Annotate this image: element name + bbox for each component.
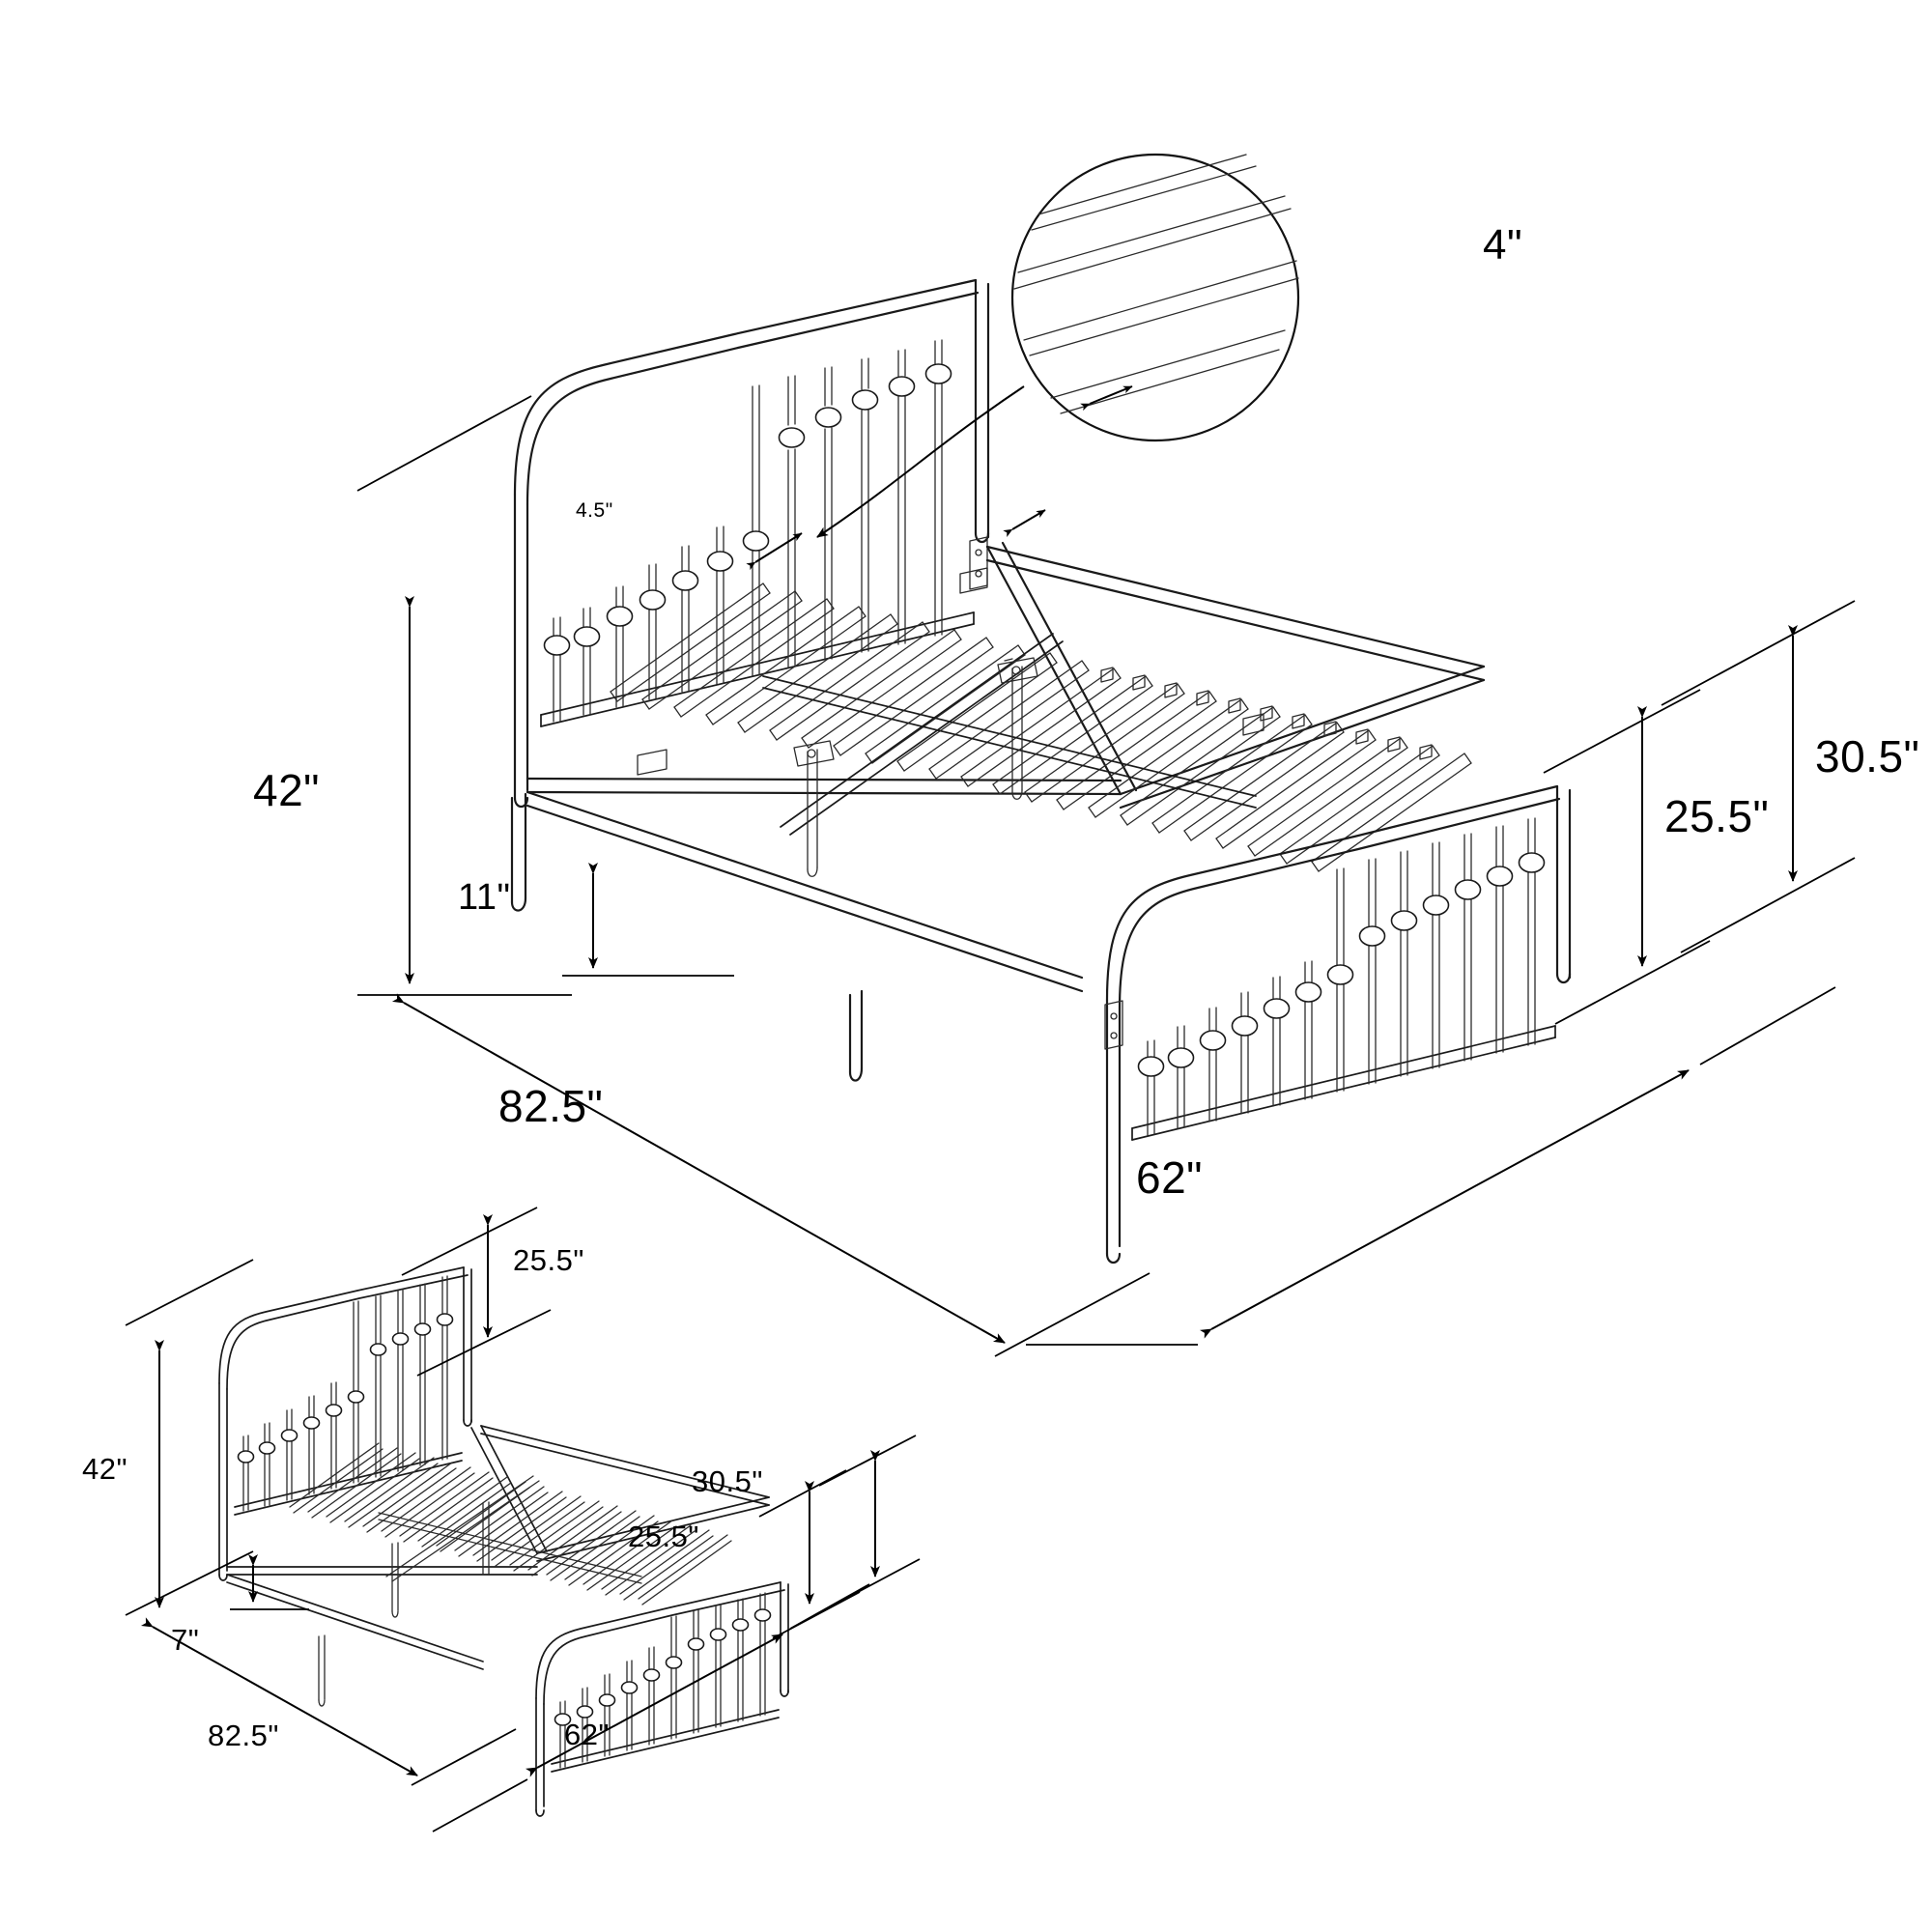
dim-label-clearance-under-frame: 11" [458, 877, 511, 918]
dim-label-bed-width: 62" [1136, 1152, 1203, 1203]
secondary-slat-group [289, 1442, 732, 1605]
footboard-spindle [1199, 1007, 1227, 1122]
footboard-spindle [1326, 867, 1354, 1093]
headboard-left-leg [510, 792, 527, 912]
headboard-spindle [606, 585, 634, 708]
headboard-spindle [742, 384, 770, 677]
secondary-spindle [413, 1283, 432, 1466]
slat-clips [1100, 667, 1433, 760]
secondary-spindle [280, 1408, 298, 1501]
dim-label-footboard-overall-height: 30.5" [1815, 731, 1920, 781]
secondary-spindle [347, 1300, 365, 1484]
headboard-spindle [924, 339, 952, 637]
footboard-spindle [1390, 850, 1418, 1077]
footboard-spindle [1231, 991, 1259, 1115]
headboard-spindle [671, 545, 699, 693]
footboard-spindle [1422, 841, 1450, 1069]
footboard-spindle [1167, 1025, 1195, 1129]
secondary-spindle [258, 1422, 276, 1507]
dim-label-bed-length: 82.5" [498, 1081, 604, 1131]
main-view-bed [356, 153, 1856, 1357]
secondary-spindle [325, 1381, 343, 1490]
slat-group [610, 582, 1472, 872]
footboard-spindle [1137, 1039, 1165, 1136]
secondary-headboard [218, 1266, 472, 1581]
secondary-view-bed [125, 1207, 921, 1833]
slat-detail-callout-circle [1010, 153, 1300, 442]
footboard-spindle [1454, 833, 1482, 1062]
dim-label-footboard-overall-height-2: 30.5" [692, 1464, 763, 1498]
headboard-spindle [888, 349, 916, 645]
center-support-leg [1011, 666, 1023, 800]
headboard-spindle [814, 366, 842, 661]
dim-label-bed-width-2: 62" [564, 1718, 610, 1751]
secondary-footboard-spindle [620, 1660, 639, 1751]
footboard-spindle [1486, 825, 1514, 1054]
headboard-spindle [706, 526, 734, 685]
headboard-spindle [573, 607, 601, 716]
headboard-spindle [543, 616, 571, 723]
bed-platform-slats [526, 541, 1486, 993]
footboard-spindle [1294, 960, 1322, 1100]
footboard-spindle [1518, 817, 1546, 1046]
headboard-spindle [639, 563, 667, 700]
secondary-footboard-spindle [642, 1646, 661, 1746]
secondary-spindle [391, 1289, 410, 1472]
dim-label-headboard-height: 42" [253, 765, 320, 815]
dim-label-footboard-height-3: 25.5" [628, 1520, 699, 1553]
secondary-spindle [436, 1275, 454, 1461]
secondary-spindle [302, 1395, 321, 1495]
dim-label-headboard-height-2: 42" [82, 1452, 128, 1486]
footboard-spindle [1358, 858, 1386, 1085]
center-support-leg [807, 749, 818, 877]
secondary-platform [226, 1425, 770, 1707]
secondary-spindle [369, 1294, 387, 1478]
main-view-dimensions [356, 153, 1856, 1357]
secondary-footboard-spindle [687, 1609, 705, 1734]
dim-label-bed-length-2: 82.5" [208, 1719, 279, 1752]
dim-label-footboard-height-2: 25.5" [513, 1243, 584, 1277]
frame-leg [848, 989, 864, 1082]
dim-label-slat-spacing: 4" [1483, 221, 1523, 269]
footboard-assembly [1104, 784, 1572, 1264]
dim-label-footboard-height: 25.5" [1664, 791, 1770, 841]
dim-label-spindle-spacing: 4.5" [576, 499, 613, 522]
footboard-spindle [1263, 976, 1291, 1107]
secondary-spindle [237, 1435, 255, 1512]
secondary-footboard-spindle [665, 1615, 683, 1740]
dim-label-clearance-under-frame-2: 7" [171, 1623, 200, 1657]
secondary-footboard-spindle [753, 1592, 772, 1717]
secondary-view-dimensions [125, 1207, 921, 1833]
